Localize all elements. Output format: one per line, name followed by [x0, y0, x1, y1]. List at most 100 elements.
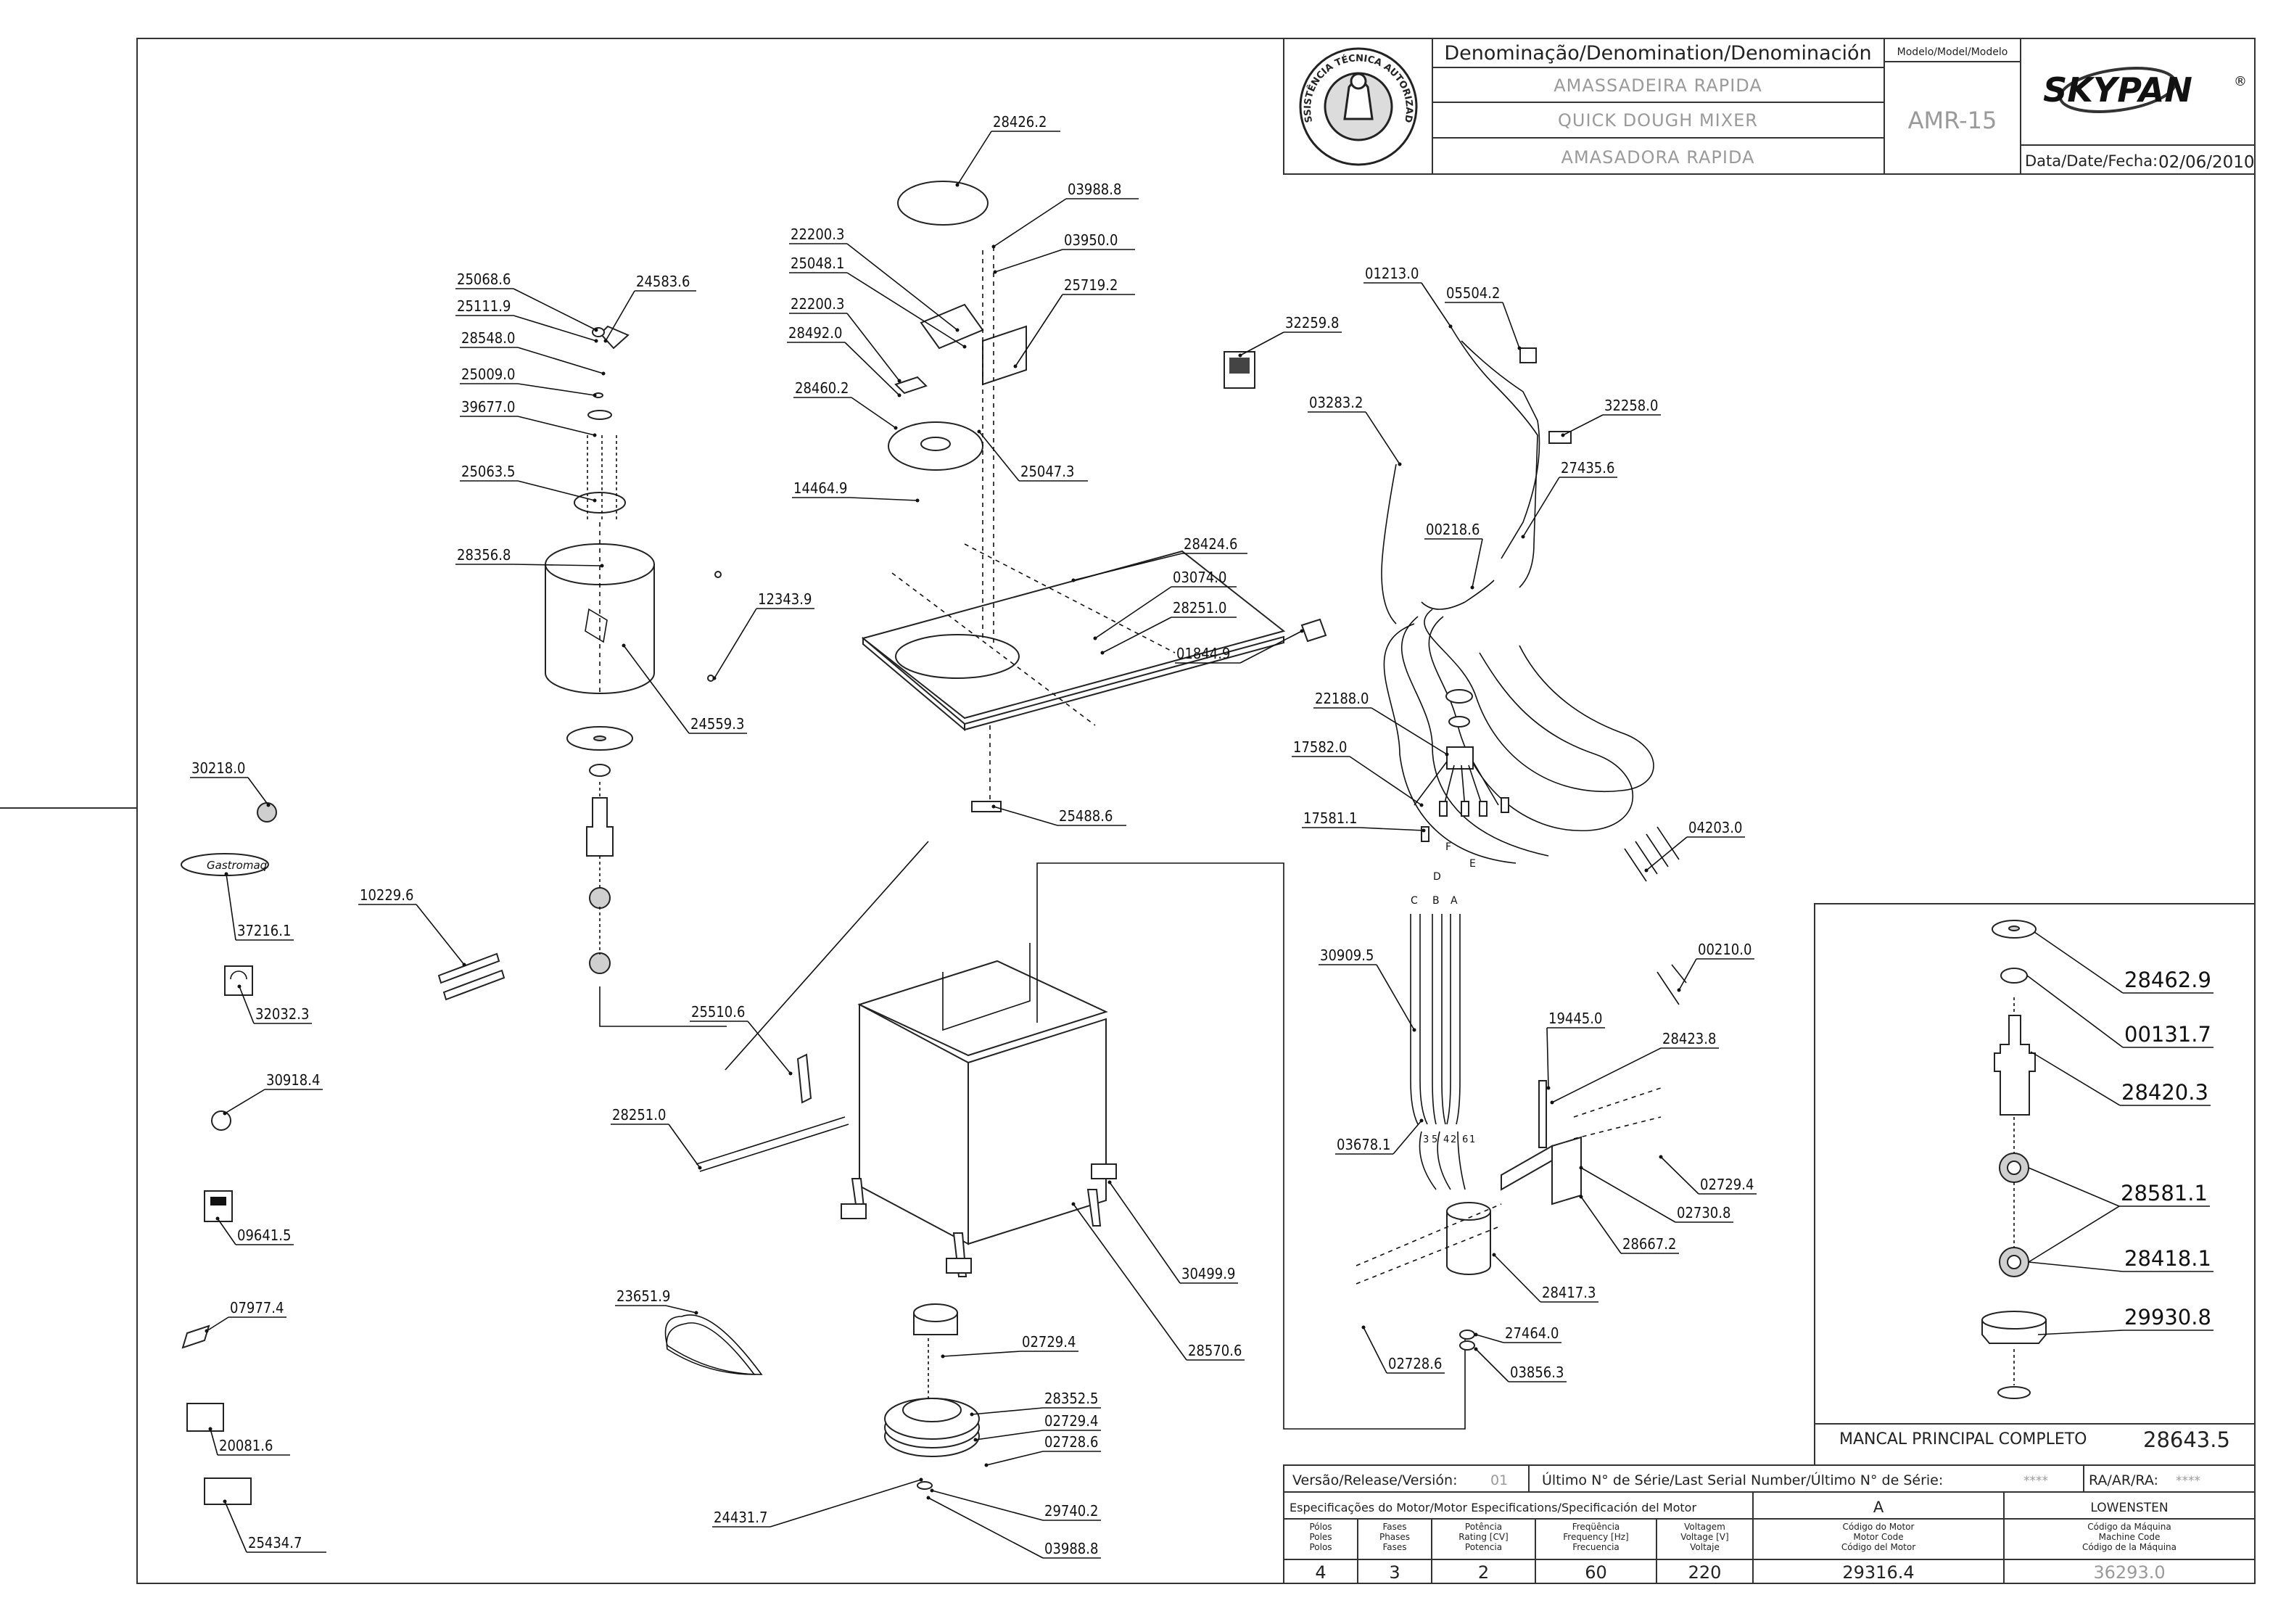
part-number-label: 28492.0	[788, 324, 842, 342]
part-number-label: 02728.6	[1388, 1355, 1442, 1372]
part-number-label: 28251.0	[1173, 599, 1226, 617]
spec-value: 60	[1585, 1562, 1607, 1583]
part-callout: 00218.6	[1424, 521, 1483, 590]
part-number-label: 22200.3	[791, 226, 844, 243]
detail-part-callout: 28418.1	[2028, 1246, 2213, 1272]
detail-part-number: 28581.1	[2121, 1181, 2208, 1205]
detail-part-callout: 28581.1	[2028, 1167, 2210, 1263]
part-callout: 02728.6	[1361, 1325, 1445, 1374]
part-number-label: 02728.6	[1044, 1433, 1098, 1451]
part-callout: 25068.6	[455, 271, 598, 332]
registered-mark: ®	[2234, 74, 2247, 89]
part-number-label: 25068.6	[457, 271, 511, 288]
wire-letter: C	[1411, 895, 1418, 907]
part-callout: 25048.1	[789, 255, 967, 349]
part-callout: 02728.6	[984, 1433, 1101, 1467]
spec-header-line: Código de la Máquina	[2082, 1542, 2177, 1552]
part-callout: 02729.4	[1659, 1155, 1757, 1195]
part-number-label: 14464.9	[793, 479, 847, 497]
part-callout: 03283.2	[1308, 394, 1402, 466]
part-callout: 28417.3	[1492, 1253, 1598, 1303]
spec-header-line: Pólos	[1309, 1522, 1332, 1532]
part-callout: 07977.4	[205, 1299, 286, 1333]
part-callout: 19445.0	[1546, 1010, 1605, 1090]
part-callout: 02729.4	[941, 1333, 1078, 1359]
part-number-label: 25434.7	[248, 1534, 302, 1551]
motor-spec-label: Especificações do Motor/Motor Especifica…	[1290, 1501, 1696, 1514]
spec-header-line: Voltage [V]	[1680, 1532, 1728, 1542]
motor-brand: LOWENSTEN	[2090, 1501, 2168, 1515]
spec-header-line: Rating [CV]	[1458, 1532, 1508, 1542]
brand-name: SKYPAN	[2043, 70, 2192, 110]
part-callout: 28548.0	[460, 329, 606, 376]
part-number-label: 05504.2	[1446, 284, 1500, 302]
part-number-label: 04203.0	[1688, 819, 1742, 836]
part-callout: 22188.0	[1313, 690, 1449, 757]
part-callout: 04203.0	[1644, 819, 1745, 873]
release-label: Versão/Release/Versión:	[1292, 1472, 1458, 1488]
main-bearing-detail-panel: MANCAL PRINCIPAL COMPLETO 28643.5	[1814, 903, 2256, 1466]
release-value: 01	[1490, 1472, 1508, 1488]
spec-value: 220	[1688, 1562, 1722, 1583]
part-callout: 03988.8	[991, 181, 1139, 249]
part-number-label: 03988.8	[1068, 181, 1121, 198]
part-callout: 02730.8	[1579, 1166, 1733, 1223]
part-callout: 24431.7	[712, 1477, 923, 1528]
nut-shape	[2000, 968, 2028, 984]
part-number-label: 02729.4	[1700, 1176, 1754, 1193]
part-number-label: 09641.5	[237, 1227, 291, 1244]
part-callout: 29740.2	[930, 1488, 1101, 1521]
part-number-label: 25510.6	[691, 1003, 745, 1021]
guard-ring-shape	[897, 181, 989, 226]
drawing-border	[136, 38, 2256, 1584]
part-number-label: 02729.4	[1044, 1412, 1098, 1430]
part-callout: 24559.3	[622, 643, 747, 734]
spec-header-line: Código do Motor	[1843, 1522, 1915, 1532]
date-value: 02/06/2010	[2158, 153, 2255, 172]
part-number-label: 32259.8	[1285, 314, 1339, 331]
detail-part-number: 28418.1	[2124, 1246, 2211, 1271]
part-number-label: 28251.0	[612, 1106, 666, 1124]
part-callout: 28356.8	[455, 546, 604, 568]
detail-part-callout: 29930.8	[2037, 1305, 2213, 1335]
detail-part-number: 28420.3	[2121, 1080, 2208, 1105]
spec-value: 36293.0	[2093, 1562, 2165, 1583]
part-callout: 30918.4	[223, 1071, 323, 1116]
part-callout: 25488.6	[991, 804, 1126, 826]
date-label: Data/Date/Fecha:	[2025, 152, 2158, 170]
part-number-label: 28417.3	[1542, 1284, 1596, 1301]
terminal-mark: 6	[1462, 1134, 1468, 1145]
part-number-label: 03074.0	[1173, 569, 1226, 586]
spec-value: 3	[1389, 1562, 1400, 1583]
part-callout: 17582.0	[1292, 738, 1424, 807]
spec-value: 29316.4	[1842, 1562, 1914, 1583]
part-number-label: 10229.6	[360, 886, 413, 904]
part-number-label: 28460.2	[795, 379, 849, 397]
part-callout: 28426.2	[955, 113, 1060, 187]
part-number-label: 01844.9	[1176, 645, 1230, 662]
part-callout: 23651.9	[615, 1287, 698, 1315]
part-number-label: 20081.6	[219, 1437, 273, 1454]
ra-label: RA/AR/RA:	[2089, 1472, 2158, 1488]
part-callout: 30499.9	[1107, 1180, 1238, 1284]
part-number-label: 03950.0	[1064, 231, 1118, 249]
part-callout: 27464.0	[1474, 1324, 1561, 1343]
skypan-logo: SKYPAN ®	[2043, 67, 2247, 113]
part-number-label: 22188.0	[1315, 690, 1369, 707]
part-callout: 25434.7	[223, 1499, 326, 1553]
part-number-label: 24431.7	[714, 1509, 767, 1526]
terminal-mark: 5	[1432, 1134, 1437, 1145]
part-number-label: 25488.6	[1059, 807, 1113, 825]
svg-text:Gastromaq: Gastromaq	[207, 859, 267, 872]
footer-table: Versão/Release/Versión: 01 Último N° de …	[1283, 1464, 2256, 1584]
part-number-label: 28424.6	[1184, 535, 1237, 553]
terminal-mark: 2	[1451, 1134, 1456, 1145]
part-number-label: 32032.3	[255, 1005, 309, 1023]
part-callout: 28570.6	[1071, 1202, 1245, 1361]
wire-letter: D	[1433, 871, 1441, 883]
part-number-label: 25047.3	[1020, 463, 1074, 480]
spec-header-line: Frequency [Hz]	[1563, 1532, 1629, 1542]
part-number-label: 27464.0	[1505, 1324, 1559, 1342]
